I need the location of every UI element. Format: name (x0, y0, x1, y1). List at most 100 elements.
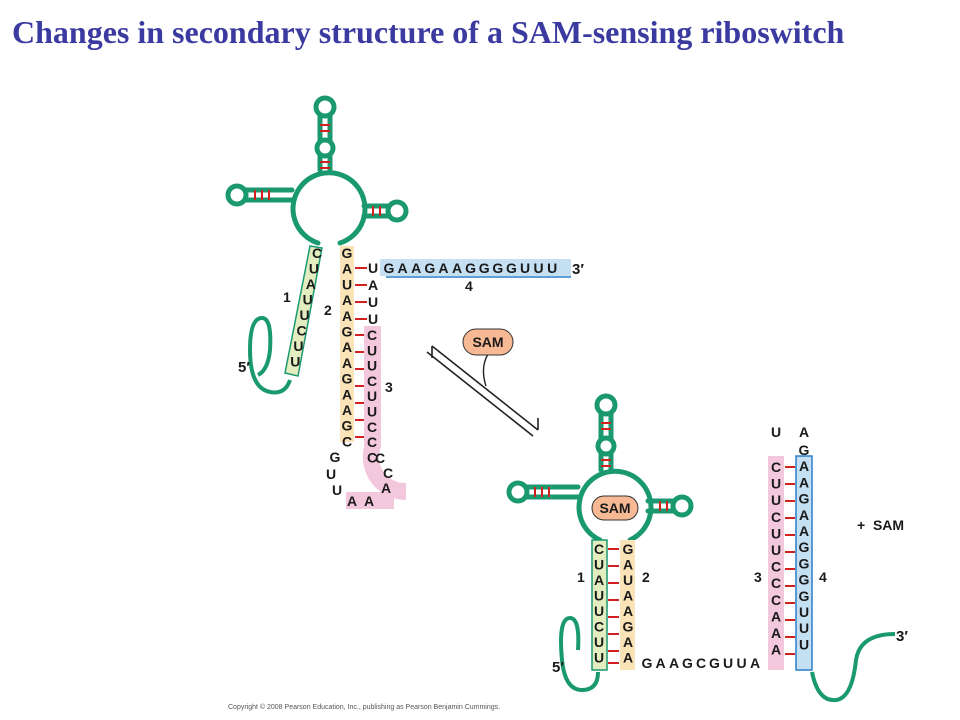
top-pairs-2-4 (355, 267, 367, 320)
bottom-seq4-nt-1: A (799, 458, 809, 474)
bottom-seq1-nt-5: C (594, 619, 604, 635)
bottom-seq4-nt-4: A (799, 507, 809, 523)
bottom-loop-left: U (771, 424, 781, 440)
bottom-seq3-nt-3: C (771, 509, 781, 525)
top-seq2-nt-7: A (342, 355, 352, 371)
bottom-seq4-nt-7: G (799, 555, 810, 571)
top-strand4-bg (380, 259, 571, 276)
bottom-seq4-nt-12: U (799, 636, 809, 652)
top-seq1-nt-2: A (306, 276, 316, 292)
bottom-seq2-nt-4: A (623, 603, 633, 619)
top-junction-pairs (254, 124, 381, 216)
bottom-linker-nt-7: U (736, 655, 746, 671)
bottom-seq4-nt-6: G (799, 539, 810, 555)
top-seq4-tail-nt-2: A (411, 260, 421, 276)
top-label-2: 2 (324, 302, 332, 318)
top-seq4-tail-nt-9: G (506, 260, 517, 276)
top-seq2-nt-12: C (342, 433, 352, 449)
bottom-seq1-nt-1: U (594, 557, 604, 573)
bottom-seq4-nt-3: G (799, 491, 810, 507)
sam-bubble (462, 328, 514, 356)
top-seq4-tail-nt-8: G (492, 260, 503, 276)
top-seq2-nt-0: G (342, 245, 353, 261)
bottom-seq4-nt-8: G (799, 572, 810, 588)
top-seq3-nt-3: C (367, 373, 377, 389)
bottom-seq4-nt-11: U (799, 620, 809, 636)
top-strand3-loop-bg (362, 447, 406, 501)
bottom-seq4-nt-0: G (799, 442, 810, 458)
top-seq3-nt-1: U (367, 342, 377, 358)
top-seq3-curve-nt-1: C (383, 465, 393, 481)
bottom-label-2: 2 (642, 569, 650, 585)
bottom-seq1-nt-2: A (594, 572, 604, 588)
bottom-strand3-bg (768, 456, 784, 670)
bottom-seq4-nt-2: A (799, 474, 809, 490)
top-seq3-curve-nt-0: C (375, 450, 385, 466)
top-strand2-bg (340, 246, 354, 442)
bottom-label-3: 3 (754, 569, 762, 585)
bottom-seq1-nt-3: U (594, 588, 604, 604)
top-label-3: 3 (385, 379, 393, 395)
top-seq4-tail-nt-5: A (452, 260, 462, 276)
bottom-linker-nt-6: U (723, 655, 733, 671)
top-seq2-nt-8: G (342, 371, 353, 387)
top-seq2-nt-4: A (342, 308, 352, 324)
plus-sam-label: + SAM (857, 517, 904, 533)
top-seq4-tail-nt-12: U (547, 260, 557, 276)
top-seq4-tail-nt-1: A (398, 260, 408, 276)
bottom-linker-nt-3: G (682, 655, 693, 671)
top-label-4: 4 (465, 278, 473, 294)
bottom-seq2-nt-6: A (623, 634, 633, 650)
copyright-notice: Copyright © 2008 Pearson Education, Inc.… (228, 704, 501, 711)
top-seq4-tail-nt-6: G (465, 260, 476, 276)
top-strand3-bg (364, 326, 381, 447)
bottom-seq3-nt-0: C (771, 459, 781, 475)
top-loop-nt-4: A (364, 493, 374, 509)
top-junction (225, 95, 409, 246)
top-seq3-nt-7: C (367, 434, 377, 450)
top-seq4-paired-nt-1: A (368, 277, 378, 293)
top-seq1-nt-6: U (293, 338, 303, 354)
bottom-seq3-nt-1: U (771, 476, 781, 492)
bottom-label-4: 4 (819, 569, 827, 585)
bottom-seq1-nt-0: C (594, 541, 604, 557)
bottom-seq3-nt-2: U (771, 492, 781, 508)
bottom-pairs-3-4 (785, 466, 795, 655)
top-seq1-nt-5: C (296, 323, 306, 339)
bound-sam (591, 495, 639, 521)
top-pairs-2-3 (355, 334, 364, 438)
top-loop-nt-0: G (330, 449, 341, 465)
bottom-5prime-tail (559, 615, 600, 693)
bottom-seq2-nt-5: G (623, 619, 634, 635)
bottom-linker-nt-8: A (750, 655, 760, 671)
bottom-strand4-bg (795, 455, 813, 671)
bottom-pairs-1-2 (608, 548, 619, 664)
top-loop-nt-2: U (332, 482, 342, 498)
bottom-3prime: 3′ (896, 628, 908, 645)
top-seq1-nt-1: U (309, 261, 319, 277)
bottom-seq3-nt-10: A (771, 625, 781, 641)
top-3prime: 3′ (572, 261, 584, 278)
top-seq1-nt-3: U (303, 292, 313, 308)
top-seq2-nt-6: A (342, 339, 352, 355)
top-seq3-nt-2: U (367, 358, 377, 374)
bottom-seq1-nt-6: U (594, 634, 604, 650)
bottom-loop-right: A (799, 424, 809, 440)
top-loop-aaa-bg (346, 492, 394, 509)
bottom-seq4-nt-10: U (799, 604, 809, 620)
bottom-seq4-nt-9: G (799, 588, 810, 604)
sam-bubble-label: SAM (472, 334, 503, 350)
bottom-linker-nt-1: A (655, 655, 665, 671)
bottom-3prime-tail (810, 632, 896, 703)
top-seq2-nt-9: A (342, 386, 352, 402)
top-seq1-nt-4: U (300, 307, 310, 323)
bottom-linker-nt-4: C (696, 655, 706, 671)
bottom-seq3-nt-6: C (771, 559, 781, 575)
bottom-seq1-nt-7: U (594, 650, 604, 666)
top-seq1-nt-0: C (312, 245, 322, 261)
